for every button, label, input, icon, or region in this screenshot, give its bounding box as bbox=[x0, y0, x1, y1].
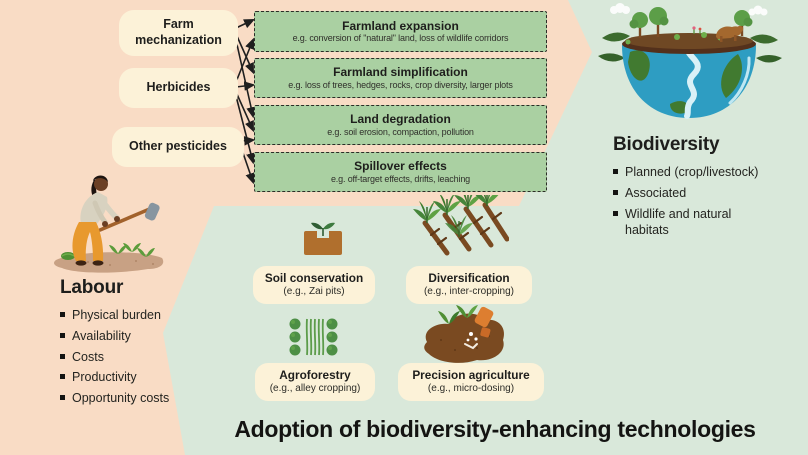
list-item: Availability bbox=[60, 328, 210, 344]
impact-subtitle: e.g. loss of trees, hedges, rocks, crop … bbox=[288, 79, 513, 90]
list-item-label: Opportunity costs bbox=[72, 391, 170, 405]
list-item: Opportunity costs bbox=[60, 390, 210, 406]
impact-title: Spillover effects bbox=[354, 159, 447, 174]
impact-farmland-simplification: Farmland simplification e.g. loss of tre… bbox=[254, 58, 547, 98]
tech-diversification: Diversification (e.g., inter-cropping) bbox=[406, 266, 532, 304]
list-item: Physical burden bbox=[60, 307, 210, 323]
footer-title: Adoption of biodiversity-enhancing techn… bbox=[234, 416, 756, 442]
farmer-illustration bbox=[54, 175, 164, 273]
impact-subtitle: e.g. soil erosion, compaction, pollution bbox=[327, 126, 474, 137]
tree-icon bbox=[629, 7, 753, 38]
tech-subtitle: (e.g., micro-dosing) bbox=[427, 383, 515, 395]
tech-title: Diversification bbox=[428, 271, 510, 286]
tech-title: Precision agriculture bbox=[412, 368, 530, 383]
impact-subtitle: e.g. off-target effects, drifts, leachin… bbox=[330, 173, 471, 184]
list-item-label: Associated bbox=[625, 185, 687, 200]
list-item-label: Physical burden bbox=[72, 308, 161, 322]
impact-title: Land degradation bbox=[350, 112, 451, 127]
tech-agroforestry: Agroforestry (e.g., alley cropping) bbox=[255, 363, 375, 401]
list-item-label: Costs bbox=[72, 349, 104, 364]
zai-pit-icon bbox=[304, 222, 342, 255]
driver-herbicides: Herbicides bbox=[119, 68, 238, 108]
list-item: Planned (crop/livestock) bbox=[613, 164, 777, 180]
bullet-square-icon bbox=[60, 374, 65, 380]
impact-land-degradation: Land degradation e.g. soil erosion, comp… bbox=[254, 105, 547, 145]
cloud-icon bbox=[610, 3, 768, 16]
list-item-label: Productivity bbox=[72, 370, 137, 385]
inter-cropping-icon bbox=[412, 195, 509, 256]
bullet-square-icon bbox=[613, 210, 618, 216]
driver-farm-mechanization: Farm mechanization bbox=[119, 10, 238, 56]
list-item-label: Availability bbox=[72, 328, 131, 343]
list-item: Productivity bbox=[60, 369, 210, 385]
impact-subtitle: e.g. conversion of "natural" land, loss … bbox=[292, 33, 509, 44]
alley-cropping-icon bbox=[289, 318, 338, 356]
micro-dosing-icon bbox=[424, 305, 505, 363]
bullet-square-icon bbox=[613, 189, 618, 195]
crop-seedlings bbox=[109, 243, 155, 257]
tech-subtitle: (e.g., alley cropping) bbox=[269, 383, 361, 395]
impact-title: Farmland simplification bbox=[333, 65, 468, 80]
impact-title: Farmland expansion bbox=[342, 18, 459, 33]
list-item-label: Planned (crop/livestock) bbox=[625, 165, 759, 179]
labour-list: Physical burden Availability Costs Produ… bbox=[60, 307, 210, 411]
bullet-square-icon bbox=[60, 353, 65, 359]
animal-icon bbox=[716, 25, 744, 42]
list-item: Costs bbox=[60, 349, 210, 365]
bullet-square-icon bbox=[613, 169, 618, 174]
list-item-label: Wildlife and natural habitats bbox=[625, 206, 732, 237]
driver-impact-arrows bbox=[235, 18, 256, 185]
impact-spillover-effects: Spillover effects e.g. off-target effect… bbox=[254, 152, 547, 192]
earth-illustration bbox=[598, 3, 782, 119]
bullet-square-icon bbox=[60, 312, 65, 317]
driver-other-pesticides: Other pesticides bbox=[112, 127, 244, 167]
tech-title: Soil conservation bbox=[264, 271, 364, 286]
tech-title: Agroforestry bbox=[279, 368, 351, 383]
biodiversity-list: Planned (crop/livestock) Associated Wild… bbox=[613, 164, 777, 243]
bullet-square-icon bbox=[60, 332, 65, 338]
list-item: Wildlife and natural habitats bbox=[613, 206, 777, 239]
labour-title: Labour bbox=[60, 277, 124, 298]
list-item: Associated bbox=[613, 185, 777, 201]
impact-farmland-expansion: Farmland expansion e.g. conversion of "n… bbox=[254, 11, 547, 52]
tech-subtitle: (e.g., inter-cropping) bbox=[423, 286, 515, 298]
tech-subtitle: (e.g., Zai pits) bbox=[283, 286, 345, 298]
tech-precision-agriculture: Precision agriculture (e.g., micro-dosin… bbox=[398, 363, 544, 401]
bullet-square-icon bbox=[60, 395, 65, 400]
tech-soil-conservation: Soil conservation (e.g., Zai pits) bbox=[253, 266, 375, 304]
biodiversity-title: Biodiversity bbox=[613, 134, 720, 155]
